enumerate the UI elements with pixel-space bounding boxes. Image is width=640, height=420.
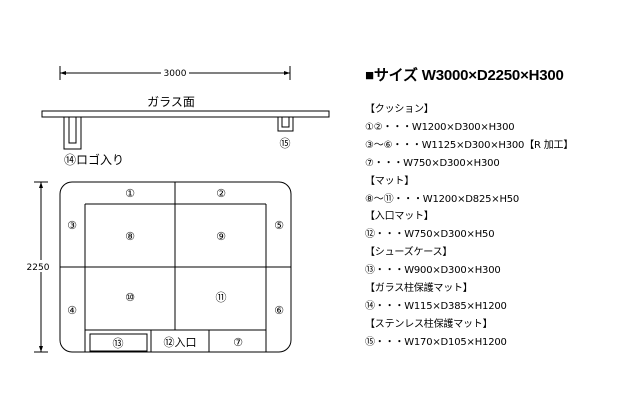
- mat-10: ⑩: [125, 291, 135, 304]
- height-dimension: 2250: [22, 181, 52, 353]
- cushion-4: ④: [67, 304, 77, 317]
- spec-line: 【ガラス柱保護マット】: [365, 283, 473, 295]
- cushion-7: ⑦: [233, 336, 243, 349]
- right-post-number: ⑮: [280, 137, 291, 150]
- cushion-5: ⑤: [274, 219, 284, 232]
- spec-list: 【クッション】 ①②・・・W1200×D300×H300 ③～⑥・・・W1125…: [365, 101, 635, 352]
- cushion-2: ②: [216, 187, 226, 200]
- logo-label: ⑭ロゴ入り: [64, 152, 124, 167]
- spec-line: ⑦・・・W750×D300×H300: [365, 157, 500, 169]
- mat-8: ⑧: [125, 230, 135, 243]
- spec-line: ⑭・・・W115×D385×H1200: [365, 300, 507, 312]
- plan-view: ① ② ③ ④ ⑤ ⑥ ⑦ ⑧ ⑨ ⑩ ⑪ ⑫入口 ⑬: [59, 181, 292, 353]
- spec-panel: ■サイズ W3000×D2250×H300 【クッション】 ①②・・・W1200…: [365, 64, 635, 352]
- width-dimension: 3000: [59, 66, 291, 80]
- cushion-1: ①: [125, 187, 135, 200]
- spec-line: ①②・・・W1200×D300×H300: [365, 121, 515, 133]
- width-dimension-label: 3000: [164, 69, 187, 79]
- shoe-case: [89, 333, 148, 352]
- glass-surface: [41, 110, 330, 118]
- entrance-mat-12: ⑫入口: [164, 336, 197, 349]
- cushion-3: ③: [67, 219, 77, 232]
- spec-line: 【シューズケース】: [365, 247, 453, 259]
- spec-line: ⑧～⑪・・・W1200×D825×H50: [365, 193, 520, 205]
- mat-9: ⑨: [216, 230, 226, 243]
- spec-line: ⑮・・・W170×D105×H1200: [365, 336, 507, 348]
- spec-line: ⑫・・・W750×D300×H50: [365, 229, 495, 241]
- spec-line: 【マット】: [365, 175, 414, 187]
- spec-line: 【入口マット】: [365, 211, 434, 223]
- spec-line: ③～⑥・・・W1125×D300×H300【R 加工】: [365, 139, 574, 151]
- size-title: ■サイズ W3000×D2250×H300: [365, 67, 564, 84]
- spec-line: 【ステンレス柱保護マット】: [365, 318, 493, 330]
- top-view: ガラス面 ⑭ロゴ入り ⑮: [41, 95, 330, 167]
- glass-surface-label: ガラス面: [147, 95, 195, 109]
- spec-line: 【クッション】: [365, 104, 434, 115]
- shoe-case-13: ⑬: [113, 337, 124, 350]
- cushion-6: ⑥: [274, 304, 284, 317]
- spec-line: ⑬・・・W900×D300×H300: [365, 265, 501, 277]
- height-dimension-label: 2250: [27, 263, 50, 273]
- mat-11: ⑪: [216, 291, 227, 304]
